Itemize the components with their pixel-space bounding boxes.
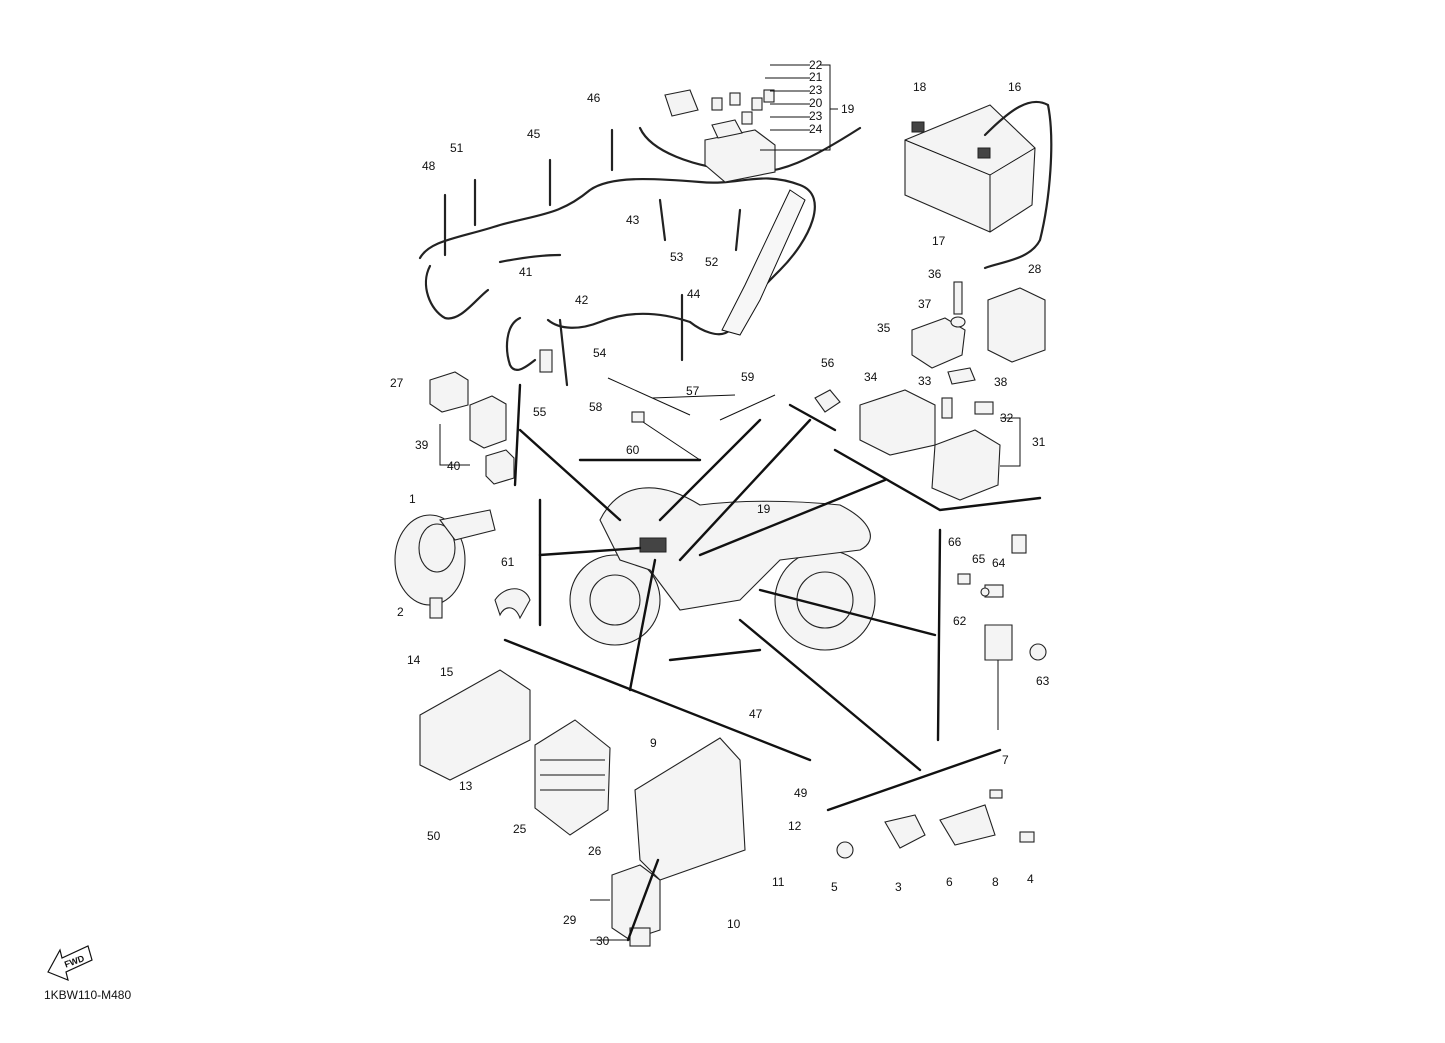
callout-17: 17 bbox=[932, 234, 946, 248]
callout-6: 6 bbox=[946, 875, 953, 889]
relay-group bbox=[429, 371, 515, 485]
cable-ties-group bbox=[539, 349, 841, 461]
callout-58: 58 bbox=[589, 400, 603, 414]
callout-31: 31 bbox=[1032, 435, 1046, 449]
callout-21: 21 bbox=[809, 70, 823, 84]
callout-50: 50 bbox=[427, 829, 441, 843]
callout-37: 37 bbox=[918, 297, 932, 311]
brackets bbox=[419, 669, 746, 947]
callout-46: 46 bbox=[587, 91, 601, 105]
callout-41: 41 bbox=[519, 265, 533, 279]
callout-19-on-bike: 19 bbox=[757, 502, 771, 516]
callout-66: 66 bbox=[948, 535, 962, 549]
callout-49: 49 bbox=[794, 786, 808, 800]
callout-30: 30 bbox=[596, 934, 610, 948]
callout-15: 15 bbox=[440, 665, 454, 679]
callout-25: 25 bbox=[513, 822, 527, 836]
callout-13: 13 bbox=[459, 779, 473, 793]
rectifier-regulator bbox=[534, 719, 611, 836]
callout-20: 20 bbox=[809, 96, 823, 110]
callout-10: 10 bbox=[727, 917, 741, 931]
callout-4: 4 bbox=[1027, 872, 1034, 886]
callout-28: 28 bbox=[1028, 262, 1042, 276]
wire-harness bbox=[418, 126, 862, 387]
callout-5: 5 bbox=[831, 880, 838, 894]
sensor-group bbox=[836, 534, 1047, 859]
callout-27: 27 bbox=[390, 376, 404, 390]
callout-32: 32 bbox=[1000, 411, 1014, 425]
callout-57: 57 bbox=[686, 384, 700, 398]
callout-labels: 1 2 3 4 5 6 7 8 9 10 11 12 13 14 15 16 1… bbox=[390, 58, 1050, 948]
callout-8: 8 bbox=[992, 875, 999, 889]
starter-relay-group bbox=[859, 281, 1046, 501]
callout-62: 62 bbox=[953, 614, 967, 628]
callout-61: 61 bbox=[501, 555, 515, 569]
callout-59: 59 bbox=[741, 370, 755, 384]
callout-60: 60 bbox=[626, 443, 640, 457]
callout-23-lower: 23 bbox=[809, 109, 823, 123]
callout-54: 54 bbox=[593, 346, 607, 360]
callout-23-upper: 23 bbox=[809, 83, 823, 97]
callout-55: 55 bbox=[533, 405, 547, 419]
leader-lines bbox=[503, 64, 1042, 942]
fuse-box bbox=[664, 89, 776, 183]
callout-64: 64 bbox=[992, 556, 1006, 570]
callout-2: 2 bbox=[397, 605, 404, 619]
callout-56: 56 bbox=[821, 356, 835, 370]
callout-65: 65 bbox=[972, 552, 986, 566]
battery bbox=[904, 100, 1053, 270]
drawing-code: 1KBW110-M480 bbox=[44, 988, 132, 1002]
callout-36: 36 bbox=[928, 267, 942, 281]
callout-42: 42 bbox=[575, 293, 589, 307]
callout-19: 19 bbox=[841, 102, 855, 116]
callout-48: 48 bbox=[422, 159, 436, 173]
callout-18: 18 bbox=[913, 80, 927, 94]
callout-22: 22 bbox=[809, 58, 823, 72]
callout-52: 52 bbox=[705, 255, 719, 269]
callout-40: 40 bbox=[447, 459, 461, 473]
callout-7: 7 bbox=[1002, 753, 1009, 767]
callout-16: 16 bbox=[1008, 80, 1022, 94]
callout-24: 24 bbox=[809, 122, 823, 136]
callout-3: 3 bbox=[895, 880, 902, 894]
callout-45: 45 bbox=[527, 127, 541, 141]
callout-26: 26 bbox=[588, 844, 602, 858]
callout-39: 39 bbox=[415, 438, 429, 452]
callout-33: 33 bbox=[918, 374, 932, 388]
callout-35: 35 bbox=[877, 321, 891, 335]
motorcycle-outline bbox=[569, 487, 876, 651]
callout-12: 12 bbox=[788, 819, 802, 833]
callout-63: 63 bbox=[1036, 674, 1050, 688]
callout-43: 43 bbox=[626, 213, 640, 227]
callout-53: 53 bbox=[670, 250, 684, 264]
callout-38: 38 bbox=[994, 375, 1008, 389]
callout-29: 29 bbox=[563, 913, 577, 927]
callout-44: 44 bbox=[687, 287, 701, 301]
callout-51: 51 bbox=[450, 141, 464, 155]
callout-1: 1 bbox=[409, 492, 416, 506]
fwd-arrow-icon: FWD bbox=[47, 945, 93, 981]
horn bbox=[394, 509, 531, 620]
callout-11: 11 bbox=[772, 875, 785, 889]
callout-34: 34 bbox=[864, 370, 878, 384]
callout-47: 47 bbox=[749, 707, 763, 721]
callout-9: 9 bbox=[650, 736, 657, 750]
callout-14: 14 bbox=[407, 653, 421, 667]
